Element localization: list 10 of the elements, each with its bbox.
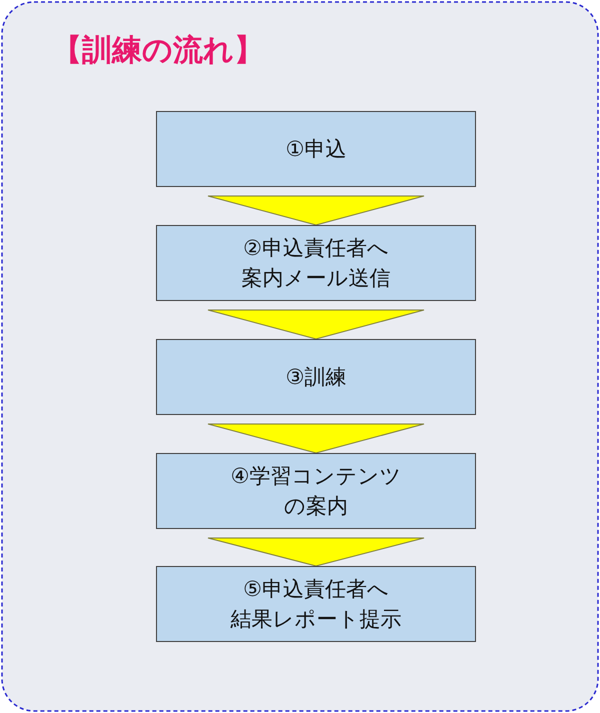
process-box: ①申込: [156, 111, 476, 187]
process-box: ③訓練: [156, 339, 476, 415]
process-box: ②申込責任者へ案内メール送信: [156, 225, 476, 301]
title: 【訓練の流れ】: [52, 32, 264, 70]
arrow: [208, 196, 424, 226]
arrow: [208, 310, 424, 340]
process-box: ④学習コンテンツの案内: [156, 453, 476, 529]
arrow: [208, 424, 424, 454]
process-box: ⑤申込責任者へ結果レポート提示: [156, 566, 476, 642]
arrow: [208, 538, 424, 567]
